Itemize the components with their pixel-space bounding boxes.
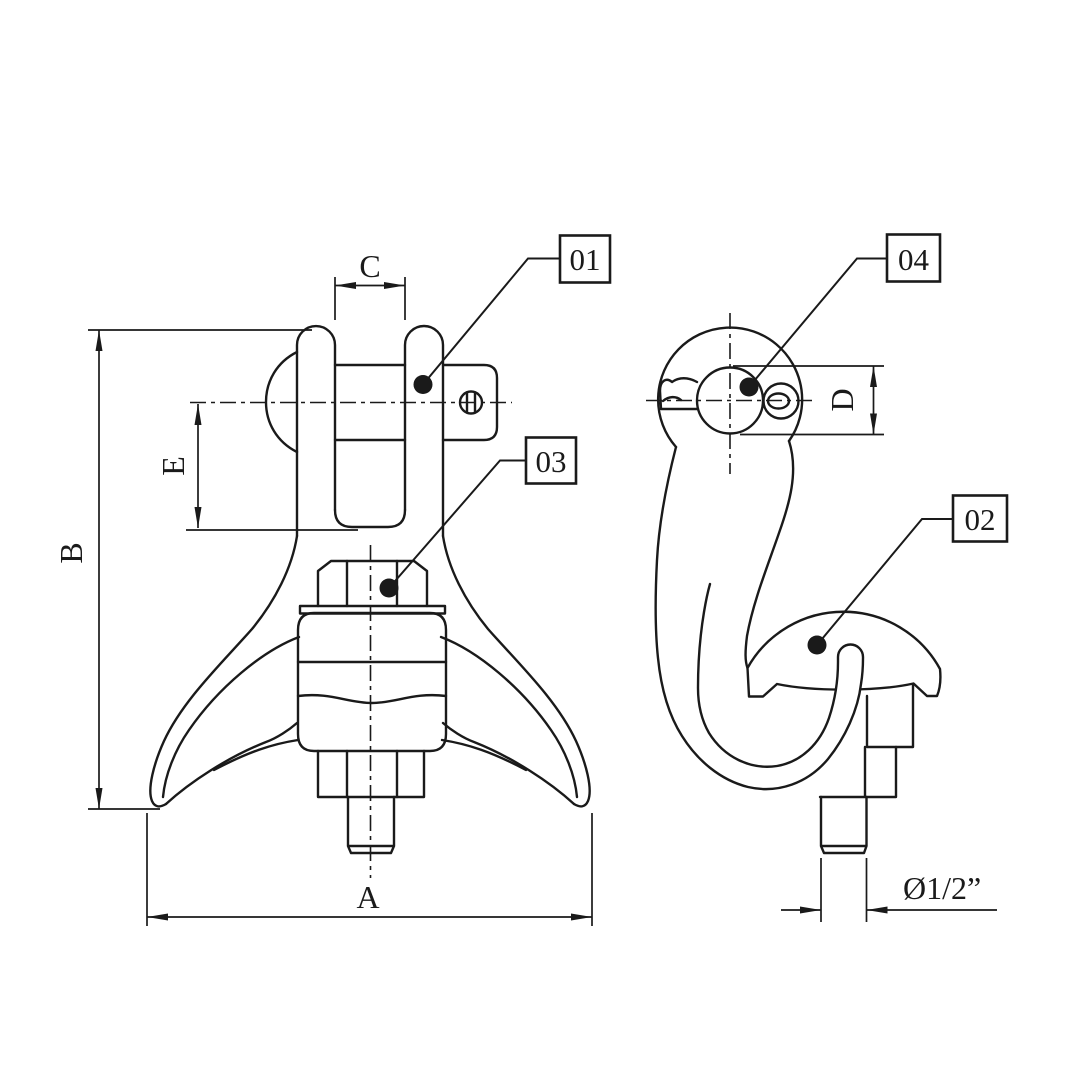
- dim-label-b: B: [53, 542, 89, 563]
- hex-bolt-head: [316, 559, 429, 608]
- left-wing-inner: [212, 738, 300, 772]
- callout-leader-01: [422, 257, 560, 386]
- clevis-left-prong: [295, 324, 337, 538]
- side-view: [646, 313, 942, 855]
- right-wing-underside: [441, 721, 576, 806]
- cotter-pin-side: [658, 377, 699, 411]
- dim-d: D: [733, 365, 884, 436]
- callout-dot-04: [739, 377, 759, 397]
- callout-dot-01: [413, 375, 433, 394]
- left-wing-outer: [149, 534, 299, 808]
- front-view: [149, 324, 591, 878]
- callout-box-02: [951, 494, 1009, 543]
- neck-right-edge: [744, 439, 795, 670]
- callout-box-01: [558, 234, 612, 284]
- keeper-block: [296, 611, 448, 753]
- dim-label-d: D: [824, 388, 860, 411]
- dim-c: C: [334, 248, 406, 320]
- callout-dot-02: [807, 635, 827, 655]
- callout-label-01: 01: [570, 242, 601, 277]
- nut-facets: [345, 749, 399, 799]
- dim-b: B: [53, 329, 312, 810]
- dim-label-e: E: [155, 456, 191, 476]
- callout-label-02: 02: [965, 502, 996, 537]
- clevis-slot-bottom: [333, 508, 407, 529]
- dim-e: E: [155, 404, 358, 531]
- right-wing-outer: [441, 534, 591, 808]
- ubolt-loop: [654, 445, 865, 791]
- callout-leader-02: [816, 518, 953, 646]
- head-outer-circle: [656, 326, 804, 449]
- callout-01: 01: [413, 234, 612, 394]
- callout-label-04: 04: [898, 242, 930, 277]
- stud-side: [819, 795, 868, 855]
- callout-box-04: [885, 233, 942, 283]
- dim-label-stud-diameter: Ø1/2”: [903, 870, 981, 906]
- clevis-right-prong: [403, 324, 445, 538]
- callout-leader-03: [388, 459, 526, 589]
- right-wing-inner: [440, 738, 528, 772]
- callout-label-03: 03: [536, 444, 567, 479]
- left-wing-lip: [161, 635, 301, 799]
- nut-side: [818, 745, 898, 799]
- right-wing-lip: [439, 635, 579, 799]
- callout-box-03: [524, 436, 578, 485]
- callout-02: 02: [807, 494, 1009, 655]
- dim-label-a: A: [356, 879, 379, 915]
- flange-side: [865, 682, 915, 749]
- keeper-seam: [296, 693, 448, 705]
- dimensions: C B E A D: [53, 248, 997, 926]
- callouts: 01 03 04 02: [379, 233, 1009, 655]
- stud: [346, 795, 396, 855]
- callout-dot-03: [379, 578, 399, 598]
- dim-a: A: [146, 813, 593, 926]
- ubolt-loop-fill: [655, 447, 863, 790]
- left-wing-underside: [164, 721, 299, 806]
- nut: [316, 749, 426, 799]
- dim-stud-diameter: Ø1/2”: [781, 858, 997, 922]
- callout-leader-04: [748, 257, 887, 388]
- dim-label-c: C: [359, 248, 380, 284]
- callout-04: 04: [739, 233, 942, 397]
- washer: [298, 604, 447, 615]
- callout-03: 03: [379, 436, 578, 598]
